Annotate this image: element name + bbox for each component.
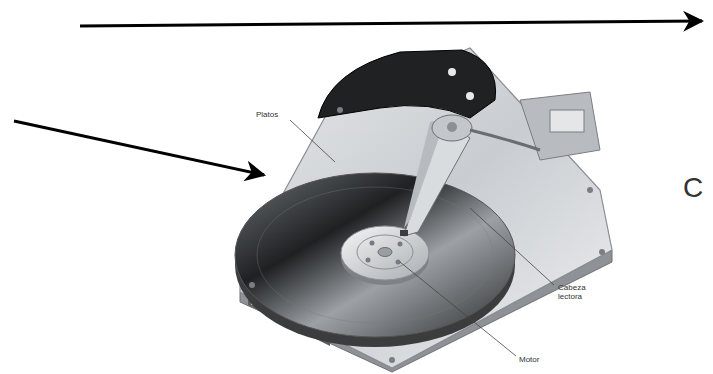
arm-pivot — [432, 115, 472, 141]
part-label: Cabeza lectora — [558, 283, 598, 301]
part-label: Motor — [519, 355, 539, 364]
arrow-line — [80, 21, 702, 26]
platter — [235, 173, 515, 337]
cut-off-letter: C — [683, 172, 703, 204]
arrow-line — [14, 121, 264, 175]
actuator-magnet — [318, 50, 496, 118]
screws — [249, 107, 605, 363]
motor-hub — [341, 226, 429, 280]
flex-connector — [520, 92, 600, 160]
part-label: Platos — [256, 110, 278, 119]
read-head — [400, 230, 408, 236]
leader-lines — [290, 120, 554, 356]
